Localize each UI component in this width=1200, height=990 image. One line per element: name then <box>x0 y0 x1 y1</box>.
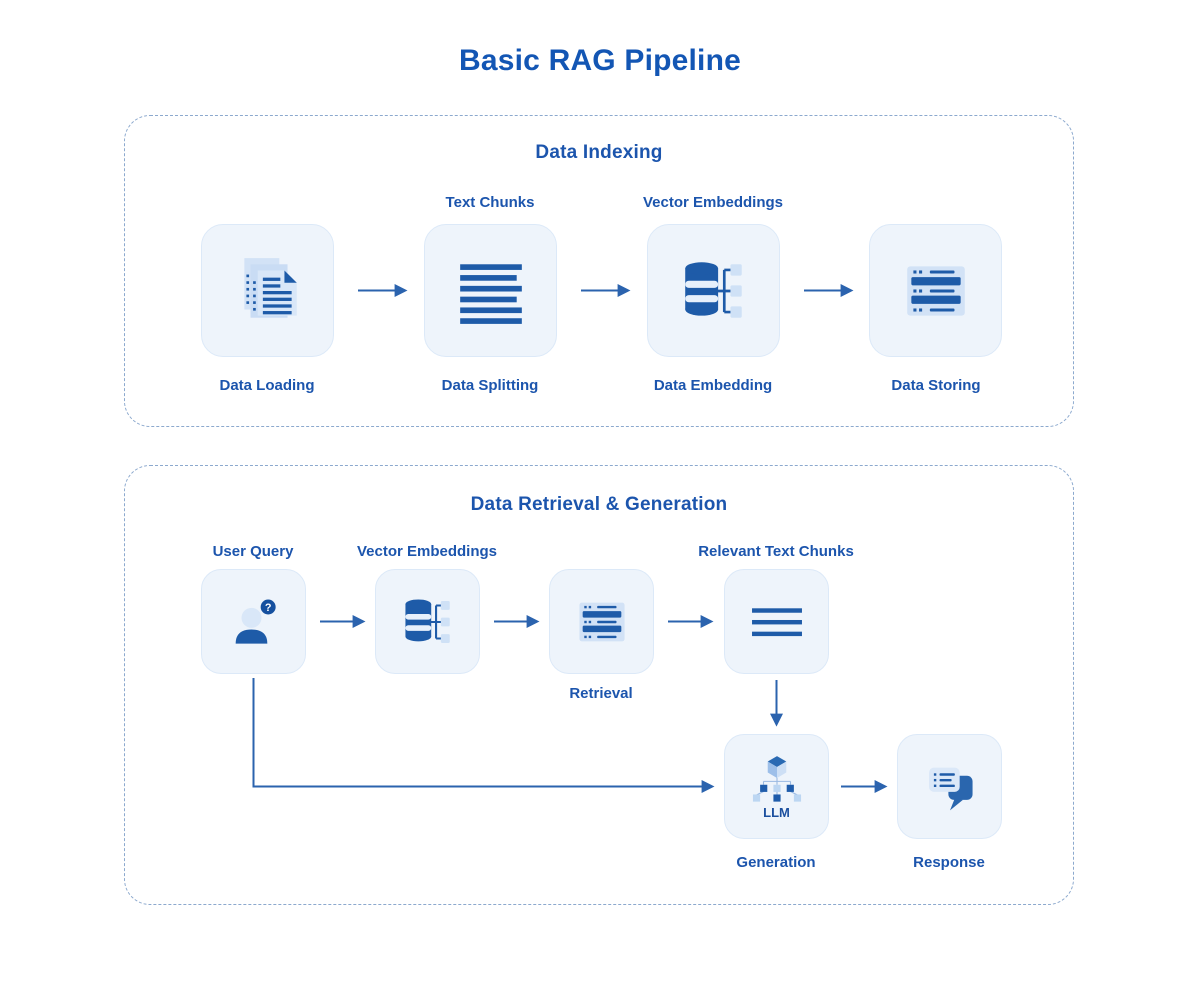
vector-embeddings-label: Vector Embeddings <box>642 194 784 211</box>
page-title: Basic RAG Pipeline <box>458 44 742 77</box>
text-chunks-label: Text Chunks <box>445 194 535 211</box>
node-data-splitting <box>424 224 557 357</box>
server-icon <box>906 265 965 316</box>
llm-inner-label: LLM <box>763 804 790 820</box>
node-response <box>897 734 1002 839</box>
generation-label: Generation <box>736 854 816 871</box>
node-vector-embeddings <box>375 569 480 674</box>
response-label: Response <box>913 854 985 871</box>
user-question-icon: ? <box>235 599 276 644</box>
relevant-text-chunks-label: Relevant Text Chunks <box>698 543 854 560</box>
data-retrieval-generation-section: Data Retrieval & Generation User Query V… <box>124 465 1074 905</box>
node-retrieval <box>549 569 654 674</box>
text-lines-icon <box>459 263 522 324</box>
text-chunks-icon <box>751 607 802 636</box>
data-indexing-heading: Data Indexing <box>535 142 663 163</box>
vector-database-icon <box>684 261 742 318</box>
data-storing-label: Data Storing <box>891 377 981 394</box>
data-loading-label: Data Loading <box>219 377 315 394</box>
data-embedding-label: Data Embedding <box>653 377 773 394</box>
node-data-storing <box>869 224 1002 357</box>
data-retrieval-generation-heading: Data Retrieval & Generation <box>470 494 728 515</box>
retrieval-label: Retrieval <box>569 685 633 702</box>
node-data-loading <box>201 224 334 357</box>
vector-database-icon <box>404 598 450 643</box>
llm-cubes-icon <box>752 755 801 802</box>
node-data-embedding <box>647 224 780 357</box>
chat-response-icon <box>928 767 973 810</box>
user-query-label: User Query <box>212 543 294 560</box>
node-relevant-text-chunks <box>724 569 829 674</box>
node-llm: LLM <box>724 734 829 839</box>
vector-embeddings-label-2: Vector Embeddings <box>356 543 498 560</box>
svg-text:?: ? <box>264 601 271 613</box>
node-user-query: ? <box>201 569 306 674</box>
documents-icon <box>243 257 297 318</box>
data-splitting-label: Data Splitting <box>441 377 539 394</box>
server-icon <box>578 602 625 641</box>
data-indexing-section: Data Indexing Text Chunks Vector Embeddi… <box>124 115 1074 427</box>
